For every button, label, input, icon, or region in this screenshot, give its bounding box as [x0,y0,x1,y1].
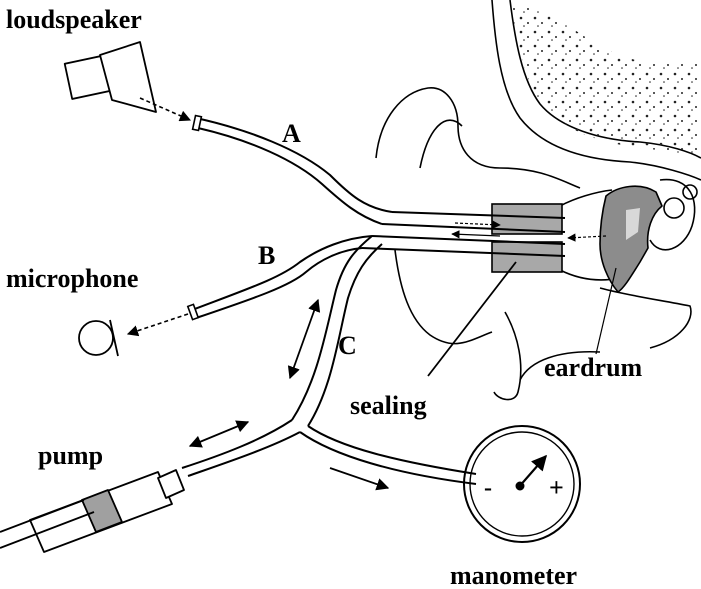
concha-wall [395,250,492,344]
pinna-inner-fold [420,120,462,168]
tube-b-label: B [258,241,275,270]
cochlea-outline [650,180,695,250]
eardrum-shape [600,186,662,292]
sealing-pointer [428,262,516,376]
eardrum-label: eardrum [544,353,643,382]
arrow-c-bidirectional [290,300,318,378]
microphone-signal-arrow [128,314,188,334]
ear-anatomy [376,0,701,400]
gauge-plus-label: + [549,473,564,502]
tube-a-label: A [282,119,301,148]
tube-to-pump-inner [188,432,300,476]
gauge-minus-label: - [484,475,492,501]
arrow-to-manometer [330,468,388,488]
pump-syringe [0,470,184,552]
arrow-pump-bidirectional [190,422,248,446]
pump-label: pump [38,441,103,470]
tube-b-end [188,304,198,319]
tube-c-label: C [338,331,357,360]
eardrum-pointer [596,268,616,354]
tube-b-inner [196,248,362,318]
bone-speckle-area [512,5,701,156]
microphone-icon [79,320,118,356]
manometer-pivot [516,482,524,490]
probe-assembly [362,204,606,272]
sealing-label: sealing [350,391,427,420]
sealing-lower [492,242,562,272]
mastoid-outline [600,288,691,348]
microphone-label: microphone [6,264,138,293]
tubes [182,118,476,484]
manometer-label: manometer [450,561,577,589]
earlobe [494,312,521,400]
loudspeaker-label: loudspeaker [6,5,142,34]
loudspeaker-icon [65,42,156,112]
cochlea-spiral [664,198,684,218]
probe-line-3 [372,236,565,244]
tube-b [192,236,372,310]
